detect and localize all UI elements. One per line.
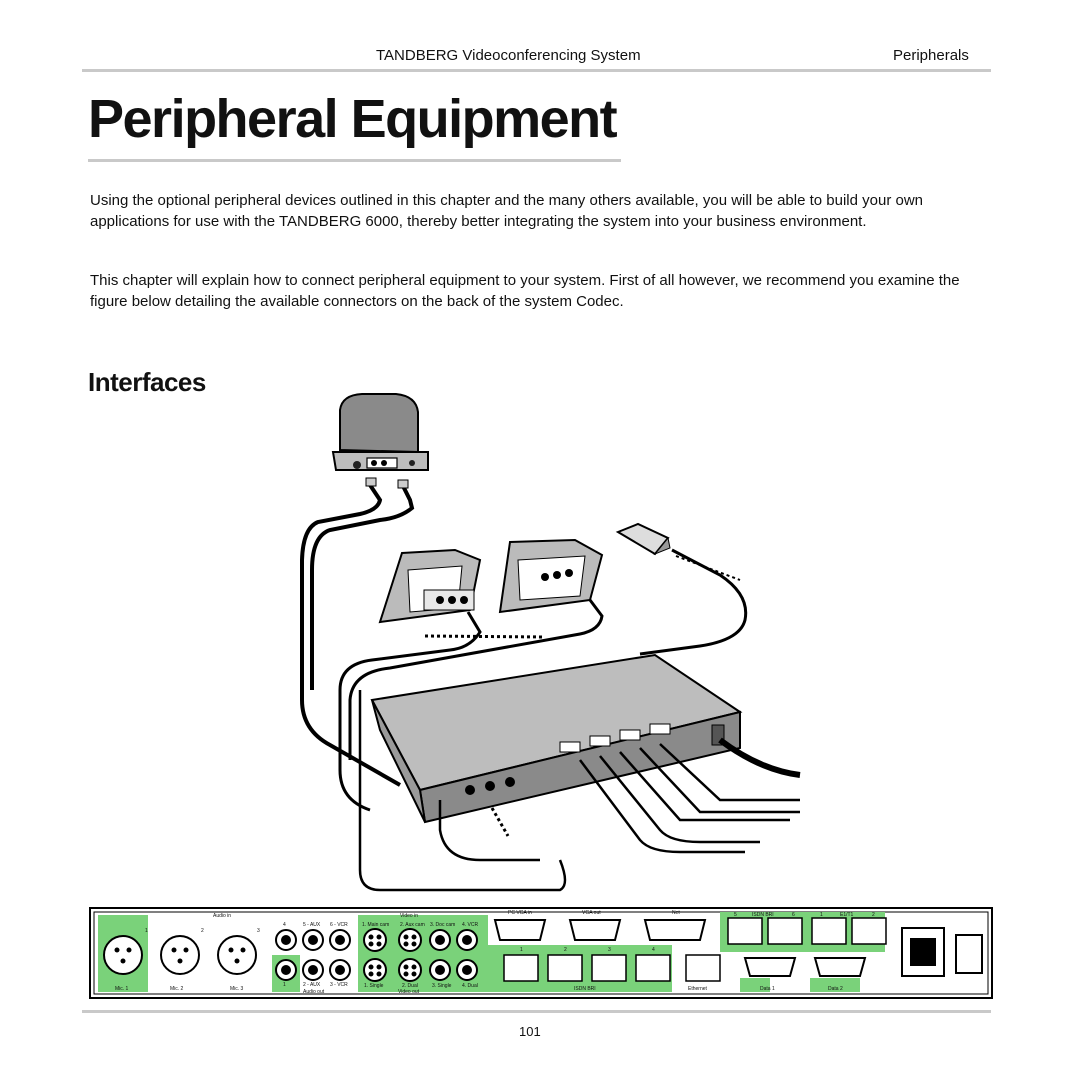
label-isdn-bri-bottom: ISDN BRI (574, 986, 596, 992)
label-p3: 3 (608, 947, 611, 953)
label-mic3: Mic. 3 (230, 986, 244, 992)
label-net: Net (672, 910, 680, 916)
label-p2: 2 (564, 947, 567, 953)
label-n1b: 1 (283, 982, 286, 988)
label-n4: 4 (283, 922, 286, 928)
label-aux-cam: 2. Aux cam (400, 922, 425, 928)
label-audio-out: Audio out (303, 989, 325, 995)
label-vcr-in: 6 - VCR (330, 922, 348, 928)
label-e1-t1: E1/T1 (840, 912, 854, 918)
label-aux-out: 2 - AUX (303, 982, 321, 988)
page-number: 101 (519, 1024, 541, 1039)
section-heading-interfaces: Interfaces (88, 367, 206, 397)
rj45-ports (503, 917, 887, 982)
label-audio-in: Audio in (213, 913, 231, 919)
camera-cables (300, 480, 415, 787)
label-video-in: Video in (400, 913, 418, 919)
label-single3: 3. Single (432, 983, 452, 989)
label-isdn-n6: 6 (792, 912, 795, 918)
label-mic2: Mic. 2 (170, 986, 184, 992)
svideo-jacks (363, 928, 422, 982)
footer-rule (82, 1010, 991, 1013)
power-inlet (901, 927, 983, 977)
camera-plug (365, 477, 377, 487)
label-p1: 1 (520, 947, 523, 953)
label-n2: 2 (201, 928, 204, 934)
label-isdn-n5: 5 (734, 912, 737, 918)
microphone-illustration (615, 522, 671, 556)
label-isdn-bri-top: ISDN BRI (752, 912, 774, 918)
codec-unit-illustration (370, 653, 743, 824)
label-e1-n1: 1 (820, 912, 823, 918)
label-data2: Data 2 (828, 986, 843, 992)
camera-illustration (331, 393, 429, 471)
label-single1: 1. Single (364, 983, 384, 989)
label-vcr-out: 3 - VCR (330, 982, 348, 988)
label-main-cam: 1. Main cam (362, 922, 389, 928)
codec-rear-panel: Audio in Mic. 1 Mic. 2 Mic. 3 1 2 3 4 5 … (89, 907, 993, 999)
label-aux-in: 5 - AUX (303, 922, 321, 928)
label-pc-vga-in: PC VGA in (508, 910, 532, 916)
label-ethernet: Ethernet (688, 986, 708, 992)
xlr-connector (160, 935, 200, 975)
label-n3: 3 (257, 928, 260, 934)
label-video-out: Video out (398, 989, 420, 995)
label-vga-out: VGA out (582, 910, 601, 916)
label-dual4: 4. Dual (462, 983, 478, 989)
label-data1: Data 1 (760, 986, 775, 992)
explanation-paragraph: This chapter will explain how to connect… (90, 272, 960, 310)
monitor-illustration (378, 548, 482, 624)
label-p4: 4 (652, 947, 655, 953)
label-vcr-cam: 4. VCR (462, 922, 479, 928)
label-doc-cam: 3. Doc cam (430, 922, 455, 928)
vga-connector (493, 919, 707, 941)
monitor-illustration (498, 538, 604, 614)
codec-cables (358, 690, 801, 892)
camera-plug (397, 479, 409, 489)
label-e1-n2: 2 (872, 912, 875, 918)
rca-jacks (275, 929, 478, 981)
running-header-section: Peripherals (893, 47, 969, 64)
running-header-title: TANDBERG Videoconferencing System (376, 47, 641, 64)
label-dual2: 2. Dual (402, 983, 418, 989)
intro-paragraph: Using the optional peripheral devices ou… (90, 192, 924, 230)
title-underline (88, 159, 621, 162)
data-connectors (743, 957, 867, 977)
page-title: Peripheral Equipment (88, 89, 618, 149)
label-mic1: Mic. 1 (115, 986, 129, 992)
peripheral-cables (338, 548, 748, 837)
xlr-connector (103, 935, 143, 975)
label-n1: 1 (145, 928, 148, 934)
xlr-connector (217, 935, 257, 975)
header-rule (82, 69, 991, 72)
